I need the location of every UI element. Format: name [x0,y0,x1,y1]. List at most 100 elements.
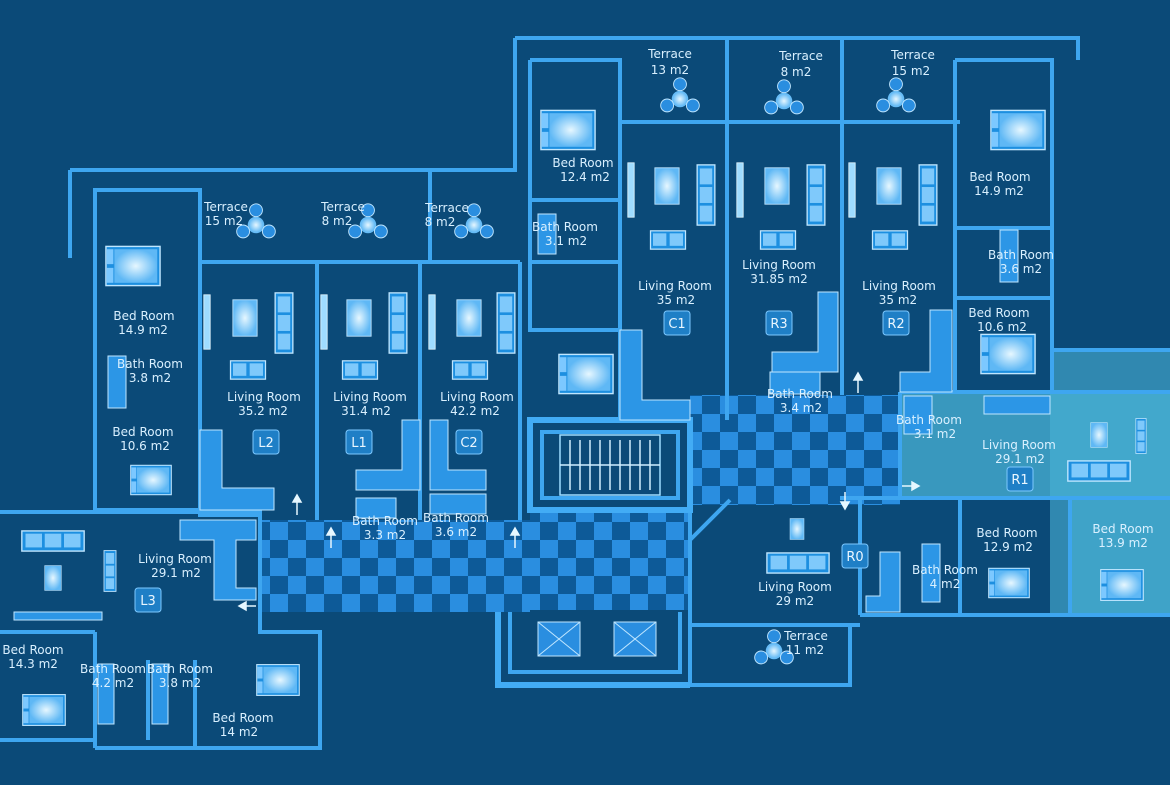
sofa-icon [13,162,1147,621]
svg-text:Living Room: Living Room [742,258,816,272]
svg-text:15 m2: 15 m2 [205,214,243,228]
room-label: Living Room 31.85 m2 [742,258,816,286]
svg-text:Bath Room: Bath Room [352,514,418,528]
room-label: Living Room 29.1 m2 [138,552,212,580]
unit-codes: C1 R3 R2 L2 L1 C2 R1 R0 [134,310,1034,613]
room-label: Terrace 15 m2 [203,200,248,228]
svg-text:8 m2: 8 m2 [322,214,353,228]
svg-text:13 m2: 13 m2 [651,63,689,77]
svg-text:8 m2: 8 m2 [781,65,812,79]
svg-text:Bed Room: Bed Room [976,526,1037,540]
svg-text:Bed Room: Bed Room [968,306,1029,320]
svg-text:3.6 m2: 3.6 m2 [435,525,477,539]
room-label: Bath Room 3.6 m2 [423,511,489,539]
svg-text:Living Room: Living Room [333,390,407,404]
svg-text:L1: L1 [351,436,367,451]
svg-text:13.9 m2: 13.9 m2 [1098,536,1148,550]
svg-text:L3: L3 [140,594,156,609]
room-label: Bath Room 3.4 m2 [767,387,833,415]
svg-text:10.6 m2: 10.6 m2 [977,320,1027,334]
kitchen-counter [179,291,1051,613]
room-label: Terrace 13 m2 [647,47,692,77]
unit-code-badge: R1 [1006,466,1034,492]
unit-code-badge: R3 [765,310,793,336]
svg-text:R3: R3 [770,317,787,332]
room-label: Bath Room 3.3 m2 [352,514,418,542]
svg-text:Living Room: Living Room [638,279,712,293]
svg-text:42.2 m2: 42.2 m2 [450,404,500,418]
stair-icon [559,434,661,496]
room-labels: Terrace 13 m2 Terrace 8 m2 Terrace 15 m2… [2,47,1153,739]
svg-text:35 m2: 35 m2 [657,293,695,307]
unit-code-badge: C1 [663,310,691,336]
svg-text:3.4 m2: 3.4 m2 [780,401,822,415]
svg-text:12.9 m2: 12.9 m2 [983,540,1033,554]
room-label: Bath Room 3.1 m2 [896,413,962,441]
unit-code-badge: R2 [882,310,910,336]
room-label: Living Room 29.1 m2 [982,438,1056,466]
room-label: Bed Room 14.3 m2 [2,643,63,671]
svg-text:4 m2: 4 m2 [930,577,961,591]
svg-text:Bed Room: Bed Room [2,643,63,657]
svg-text:29 m2: 29 m2 [776,594,814,608]
svg-text:31.4 m2: 31.4 m2 [341,404,391,418]
room-label: Living Room 42.2 m2 [440,390,514,418]
svg-text:L2: L2 [258,436,274,451]
svg-text:14.9 m2: 14.9 m2 [974,184,1024,198]
svg-text:3.1 m2: 3.1 m2 [914,427,956,441]
svg-text:11 m2: 11 m2 [786,643,824,657]
svg-text:15 m2: 15 m2 [892,64,930,78]
room-label: Bed Room 14.9 m2 [113,309,174,337]
svg-text:14.9 m2: 14.9 m2 [118,323,168,337]
room-label: Terrace 11 m2 [783,629,828,657]
unit-code-badge: L1 [345,429,373,455]
svg-text:Terrace: Terrace [203,200,248,214]
svg-text:Terrace: Terrace [647,47,692,61]
svg-text:Bath Room: Bath Room [117,357,183,371]
svg-text:Terrace: Terrace [890,48,935,62]
svg-text:R1: R1 [1011,473,1028,488]
room-label: Terrace 8 m2 [320,200,365,228]
svg-text:3.1 m2: 3.1 m2 [545,234,587,248]
room-label: Bath Room 3.8 m2 [147,662,213,690]
unit-code-badge: L3 [134,587,162,613]
svg-text:Terrace: Terrace [778,49,823,63]
room-label: Bed Room 14 m2 [212,711,273,739]
svg-text:C2: C2 [460,436,477,451]
elevator-icon [537,621,657,657]
room-label: Bath Room 3.1 m2 [532,220,598,248]
svg-text:R0: R0 [846,550,863,565]
svg-text:Bath Room: Bath Room [988,248,1054,262]
svg-text:Living Room: Living Room [758,580,832,594]
room-label: Terrace 15 m2 [890,48,935,78]
room-label: Bed Room 12.4 m2 [552,156,613,184]
svg-text:Bed Room: Bed Room [552,156,613,170]
svg-text:35 m2: 35 m2 [879,293,917,307]
room-label: Living Room 35 m2 [638,279,712,307]
room-label: Bath Room 4.2 m2 [80,662,146,690]
room-label: Living Room 31.4 m2 [333,390,407,418]
svg-text:Bed Room: Bed Room [969,170,1030,184]
room-label: Bed Room 13.9 m2 [1092,522,1153,550]
svg-text:3.8 m2: 3.8 m2 [159,676,201,690]
room-label: Bath Room 3.6 m2 [988,248,1054,276]
svg-text:29.1 m2: 29.1 m2 [995,452,1045,466]
room-label: Living Room 35.2 m2 [227,390,301,418]
svg-text:29.1 m2: 29.1 m2 [151,566,201,580]
svg-text:Bath Room: Bath Room [912,563,978,577]
svg-text:Living Room: Living Room [982,438,1056,452]
svg-text:8 m2: 8 m2 [425,215,456,229]
svg-text:3.6 m2: 3.6 m2 [1000,262,1042,276]
svg-text:Living Room: Living Room [138,552,212,566]
svg-text:Bath Room: Bath Room [423,511,489,525]
unit-code-badge: C2 [455,429,483,455]
svg-text:3.3 m2: 3.3 m2 [364,528,406,542]
svg-text:Bed Room: Bed Room [112,425,173,439]
svg-text:Bed Room: Bed Room [1092,522,1153,536]
svg-text:C1: C1 [668,317,685,332]
svg-text:R2: R2 [887,317,904,332]
unit-code-badge: R0 [841,543,869,569]
svg-text:Bath Room: Bath Room [767,387,833,401]
room-label: Bed Room 10.6 m2 [112,425,173,453]
walls [0,36,1170,750]
